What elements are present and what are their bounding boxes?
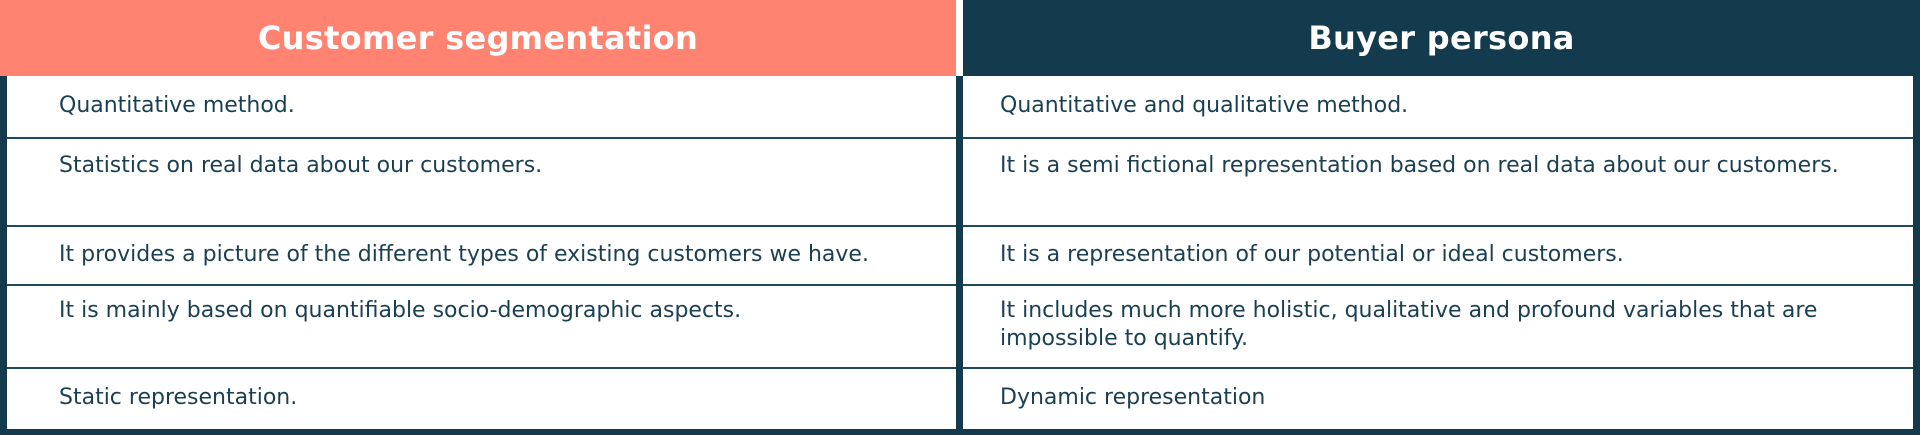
header-divider [956, 0, 963, 76]
table-cell: Statistics on real data about our custom… [7, 139, 956, 227]
table-cell: It provides a picture of the different t… [7, 227, 956, 286]
header-customer-segmentation: Customer segmentation [0, 0, 956, 76]
cell-text: Statistics on real data about our custom… [59, 153, 543, 178]
table-cell: Dynamic representation [963, 369, 1913, 429]
cell-text: Static representation. [59, 385, 298, 410]
header-left-label: Customer segmentation [257, 19, 699, 57]
table-cell: Static representation. [7, 369, 956, 429]
cell-text: Dynamic representation [1000, 385, 1266, 410]
cell-text: It provides a picture of the different t… [59, 242, 869, 267]
table-cell: It includes much more holistic, qualitat… [963, 286, 1913, 369]
cell-text: It is a semi fictional representation ba… [1000, 153, 1839, 178]
header-buyer-persona: Buyer persona [963, 0, 1920, 76]
cell-text: Quantitative and qualitative method. [1000, 93, 1409, 118]
cell-text: It is a representation of our potential … [1000, 242, 1624, 267]
cell-text: It is mainly based on quantifiable socio… [59, 298, 742, 323]
table-cell: It is a representation of our potential … [963, 227, 1913, 286]
table-cell: It is mainly based on quantifiable socio… [7, 286, 956, 369]
column-customer-segmentation: Quantitative method. Statistics on real … [7, 76, 956, 429]
table-cell: Quantitative method. [7, 76, 956, 139]
column-buyer-persona: Quantitative and qualitative method. It … [963, 76, 1913, 429]
table-cell: It is a semi fictional representation ba… [963, 139, 1913, 227]
header-right-label: Buyer persona [1308, 19, 1575, 57]
table-cell: Quantitative and qualitative method. [963, 76, 1913, 139]
cell-text: It includes much more holistic, qualitat… [1000, 298, 1818, 351]
cell-text: Quantitative method. [59, 93, 295, 118]
